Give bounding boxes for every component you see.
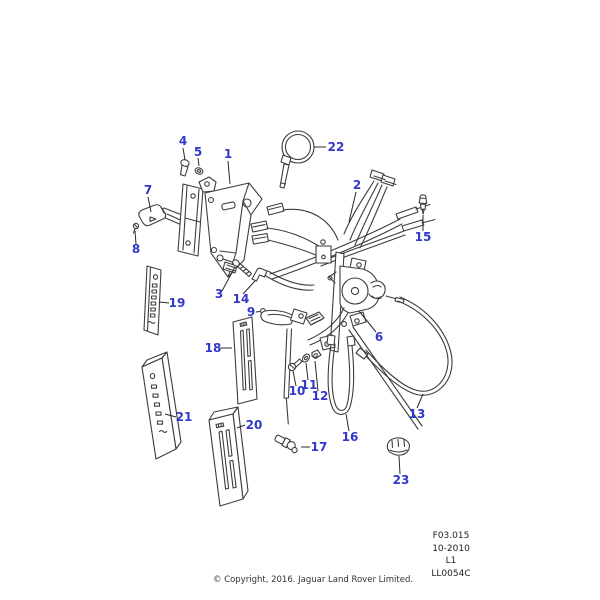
leader-line-23 <box>398 455 401 475</box>
part-4-bolt <box>179 159 190 177</box>
part-21-bezel <box>141 351 182 460</box>
part-6-control-mechanism <box>307 251 405 353</box>
callout-11[interactable]: 11 <box>301 378 318 392</box>
callout-23[interactable]: 23 <box>393 473 410 487</box>
leader-line-14 <box>242 280 256 295</box>
leader-line-4 <box>182 147 186 161</box>
figure-number: F03.015 <box>432 531 470 541</box>
leader-line-8 <box>134 230 137 245</box>
callout-19[interactable]: 19 <box>169 296 186 310</box>
callout-17[interactable]: 17 <box>311 440 328 454</box>
figure-model: L1 <box>445 556 457 566</box>
callout-8[interactable]: 8 <box>132 242 140 256</box>
part-1-bracket-assembly <box>160 176 263 278</box>
part-13-cable <box>355 296 453 396</box>
part-5-washer <box>194 167 204 175</box>
control-rod <box>283 328 293 425</box>
leader-line-21 <box>164 413 177 418</box>
part-7-clip <box>138 204 167 227</box>
leader-line-9 <box>255 311 261 313</box>
part-22-cable-tie <box>279 130 315 189</box>
leader-line-5 <box>197 157 200 167</box>
part-8-screw <box>132 222 140 234</box>
figure-code: LL0054C <box>431 568 471 579</box>
callout-2[interactable]: 2 <box>353 178 361 192</box>
callout-6[interactable]: 6 <box>375 330 383 344</box>
leader-line-16 <box>345 413 350 432</box>
callout-12[interactable]: 12 <box>312 389 329 403</box>
callout-5[interactable]: 5 <box>194 145 202 159</box>
part-10-screw <box>287 358 303 372</box>
callout-16[interactable]: 16 <box>342 430 359 444</box>
callout-1[interactable]: 1 <box>224 147 232 161</box>
leader-line-7 <box>147 196 152 213</box>
part-17-valve <box>274 434 298 454</box>
leader-line-19 <box>158 301 170 304</box>
callout-18[interactable]: 18 <box>205 341 222 355</box>
leader-line-13 <box>416 393 424 409</box>
leader-line-11 <box>305 362 309 381</box>
part-14-vent-cable <box>251 267 315 291</box>
leader-line-10 <box>292 370 297 387</box>
part-23-clip <box>386 437 410 456</box>
part-20-bezel <box>208 406 249 507</box>
part-16-cable <box>326 334 356 415</box>
callout-7[interactable]: 7 <box>144 183 152 197</box>
figure-reference-block: F03.015 10-2010 L1 LL0054C <box>401 530 501 580</box>
callout-13[interactable]: 13 <box>409 407 426 421</box>
part-18-faceplate <box>232 316 258 405</box>
callout-10[interactable]: 10 <box>289 384 306 398</box>
callout-14[interactable]: 14 <box>233 292 250 306</box>
callouts-layer: 1 2 3 4 5 6 7 8 9 10 11 12 13 14 15 16 1… <box>132 134 432 487</box>
callout-4[interactable]: 4 <box>179 134 187 148</box>
inner-cables <box>348 326 423 430</box>
copyright-notice: © Copyright, 2016. Jaguar Land Rover Lim… <box>212 575 414 585</box>
lever-handle <box>260 308 325 326</box>
callout-15[interactable]: 15 <box>415 230 432 244</box>
callout-22[interactable]: 22 <box>328 140 345 154</box>
callout-9[interactable]: 9 <box>247 305 255 319</box>
part-15-valve <box>418 194 428 215</box>
part-19-faceplate <box>143 265 162 336</box>
leader-line-12 <box>314 360 319 392</box>
part-12-nut <box>311 349 322 360</box>
callout-3[interactable]: 3 <box>215 287 223 301</box>
figure-date: 10-2010 <box>432 543 470 554</box>
leader-line-1 <box>227 160 231 185</box>
part-2-wiring-harness <box>250 169 436 280</box>
leader-line-6 <box>358 310 377 333</box>
leader-line-20 <box>236 424 246 429</box>
part-11-washer <box>301 353 311 363</box>
callout-20[interactable]: 20 <box>246 418 263 432</box>
part-3-screw <box>232 259 253 278</box>
leader-line-2 <box>348 191 357 223</box>
leader-line-3 <box>221 266 236 292</box>
callout-21[interactable]: 21 <box>176 410 193 424</box>
